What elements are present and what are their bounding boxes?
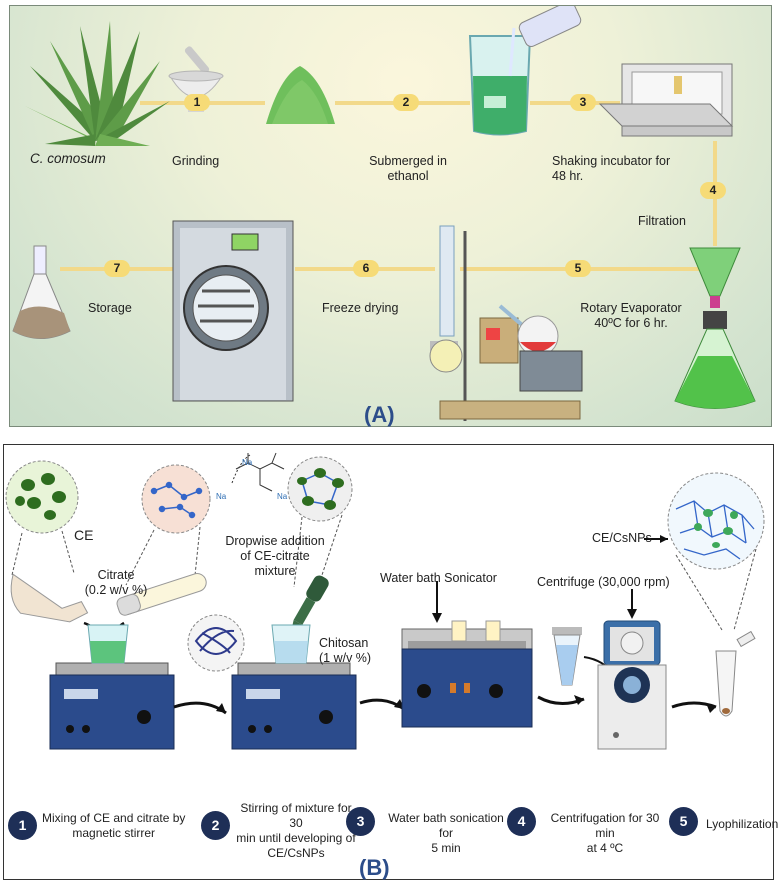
filtration-label: Filtration [638,214,686,228]
filtration-funnel-flask-icon [674,247,756,409]
step-7-badge: 7 [104,260,130,277]
citrate-tube-icon [116,573,207,616]
storage-flask-icon [12,245,71,339]
nps-label: CE/CsNPs [592,531,652,545]
nanoparticle-network-circle-icon [287,456,353,522]
submerged-label-line2: ethanol [387,169,429,183]
freeze-dryer-icon [172,220,294,402]
dropwise-label-line2: of CE-citrate [240,549,310,563]
na-label-3: Na [216,492,227,501]
shaking-label-line1: Shaking incubator for [552,154,671,168]
b-step-3-badge: 3 [346,807,375,836]
ce-label: CE [74,527,94,543]
panel-a-title: (A) [364,402,395,427]
b-step-4-line1: Centrifugation for 30 min [550,811,660,840]
step-2-badge: 2 [393,94,419,111]
eppendorf-tube-icon [715,630,756,717]
citrate-label-line1: Citrate [97,568,135,582]
sonicator-label: Water bath Sonicator [380,571,497,585]
step-6-badge: 6 [353,260,379,277]
shaking-incubator-icon [598,63,734,137]
b-step-5-badge: 5 [669,807,698,836]
step-1-badge: 1 [184,94,210,111]
b-step-2-text: Stirring of mixture for 30 min until dev… [234,801,358,861]
b-step-1-text: Mixing of CE and citrate by magnetic sti… [42,811,185,841]
sodium-citrate-structure-icon [231,452,285,492]
process-flow-lines [60,101,717,271]
b-step-2-line1: Stirring of mixture for 30 [240,801,352,830]
dropwise-label-line1: Dropwise addition [225,534,325,548]
chitosan-label-line2: (1 w/v %) [319,651,372,665]
citrate-label-line2: (0.2 w/v %) [84,583,148,597]
b-step-1-line1: Mixing of CE and citrate by [42,811,186,825]
submerged-label: Submerged in ethanol [362,154,454,184]
falcon-tube-icon [552,627,582,686]
citrate-zoom-circle-icon [141,464,211,534]
ce-csnps-circle-icon [667,472,765,570]
shaking-label-line2: 48 hr. [552,169,584,183]
b-step-1-badge: 1 [8,811,37,840]
na-label-2: Na [277,492,288,501]
panel-a-illustrations [12,6,756,421]
step-3-badge: 3 [570,94,596,111]
b-step-4-badge: 4 [507,807,536,836]
rotary-label-line1: Rotary Evaporator [580,301,682,315]
b-step-3-line1: Water bath sonication for [388,811,504,840]
panel-b: CE Citrate (0.2 w/v %) Na Na Na Dropwise… [3,444,778,880]
ce-flask-icon [10,573,89,623]
b-step-2-badge: 2 [201,811,230,840]
shaking-incubator-label: Shaking incubator for 48 hr. [552,154,670,184]
step-4-badge: 4 [700,182,726,199]
panel-b-illustrations [5,452,765,750]
submerged-label-line1: Submerged in [369,154,447,168]
b-step-2-line2: min until developing of [236,831,356,845]
plant-name-label: C. comosum [30,151,106,166]
rotary-label-line2: 40ºC for 6 hr. [594,316,668,330]
panel-b-title: (B) [359,855,390,880]
rotary-evaporator-label: Rotary Evaporator 40ºC for 6 hr. [566,301,696,331]
b-step-3-text: Water bath sonication for 5 min [380,811,512,856]
dropwise-label-line3: mixture [254,564,296,578]
grinding-label: Grinding [172,154,220,168]
b-step-3-line2: 5 min [431,841,461,855]
b-step-1-line2: magnetic stirrer [72,826,156,840]
panel-a: 1 2 3 4 5 6 7 C. comosum Grinding Submer… [9,5,772,427]
freeze-drying-label: Freeze drying [322,301,399,315]
ce-zoom-circle-icon [5,460,79,534]
centrifuge-icon [597,589,667,750]
chitosan-label: Chitosan (1 w/v %) [319,636,371,666]
water-bath-sonicator-icon [401,581,533,728]
plant-powder-icon [266,66,335,124]
b-step-5-text: Lyophilization [706,817,778,831]
chitosan-label-line1: Chitosan [319,636,369,650]
magnetic-stirrer-2-icon [231,624,357,750]
magnetic-stirrer-1-icon [49,624,175,750]
step-5-badge: 5 [565,260,591,277]
dropwise-label: Dropwise addition of CE-citrate mixture [210,534,340,579]
agave-plant-icon [25,21,170,146]
b-step-4-line2: at 4 ºC [586,841,624,855]
b-step-2-line3: CE/CsNPs [267,846,325,860]
storage-label: Storage [88,301,132,315]
rotary-evaporator-icon [429,225,583,421]
chitosan-zoom-circle-icon [187,614,245,672]
b-step-4-text: Centrifugation for 30 min at 4 ºC [540,811,670,856]
ethanol-beaker-icon [468,6,582,136]
centrifuge-label: Centrifuge (30,000 rpm) [537,575,670,589]
na-label-1: Na [242,458,253,467]
citrate-label: Citrate (0.2 w/v %) [76,568,156,598]
